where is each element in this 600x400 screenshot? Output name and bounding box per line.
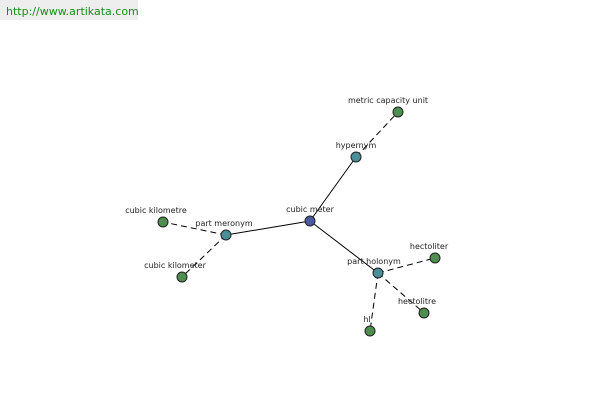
node-label-hypernym[interactable]: hypernym [336, 141, 377, 150]
edge-cubic-meter-to-part-meronym [225, 220, 311, 236]
header-bar: http://www.artikata.com [0, 0, 139, 20]
edge-part-meronym-to-cubic-kilometer [181, 234, 227, 278]
edge-cubic-meter-to-hypernym [309, 156, 357, 222]
node-label-part-meronym[interactable]: part meronym [195, 219, 252, 228]
node-part-holonym[interactable] [372, 267, 384, 279]
node-hectolitre[interactable] [418, 307, 430, 319]
node-cubic-kilometer[interactable] [176, 271, 188, 283]
edges-layer [162, 111, 436, 332]
node-hypernym[interactable] [350, 151, 362, 163]
site-link[interactable]: http://www.artikata.com [6, 5, 139, 18]
node-label-hectolitre[interactable]: hectolitre [398, 297, 436, 306]
labels-layer: cubic meter hypernym metric capacity unit p… [125, 96, 449, 324]
edge-part-holonym-to-hectolitre [377, 272, 425, 314]
node-label-metric-capacity-unit[interactable]: metric capacity unit [348, 96, 428, 105]
edge-cubic-meter-to-part-holonym [309, 220, 379, 274]
nodes-layer [157, 106, 441, 337]
node-label-cubic-kilometer[interactable]: cubic kilometer [144, 261, 206, 270]
node-label-cubic-meter[interactable]: cubic meter [286, 205, 334, 214]
node-cubic-meter[interactable] [304, 215, 316, 227]
node-label-hectoliter[interactable]: hectoliter [410, 242, 449, 251]
node-hectoliter[interactable] [429, 252, 441, 264]
edge-hypernym-to-metric-capacity-unit [355, 111, 399, 158]
node-part-meronym[interactable] [220, 229, 232, 241]
node-label-cubic-kilometre[interactable]: cubic kilometre [125, 206, 187, 215]
node-metric-capacity-unit[interactable] [392, 106, 404, 118]
node-hl[interactable] [364, 325, 376, 337]
node-cubic-kilometre[interactable] [157, 216, 169, 228]
node-label-hl[interactable]: hl [363, 315, 370, 324]
edge-part-holonym-to-hl [369, 272, 379, 332]
edge-part-meronym-to-cubic-kilometre [162, 221, 227, 236]
node-label-part-holonym[interactable]: part holonym [347, 257, 401, 266]
